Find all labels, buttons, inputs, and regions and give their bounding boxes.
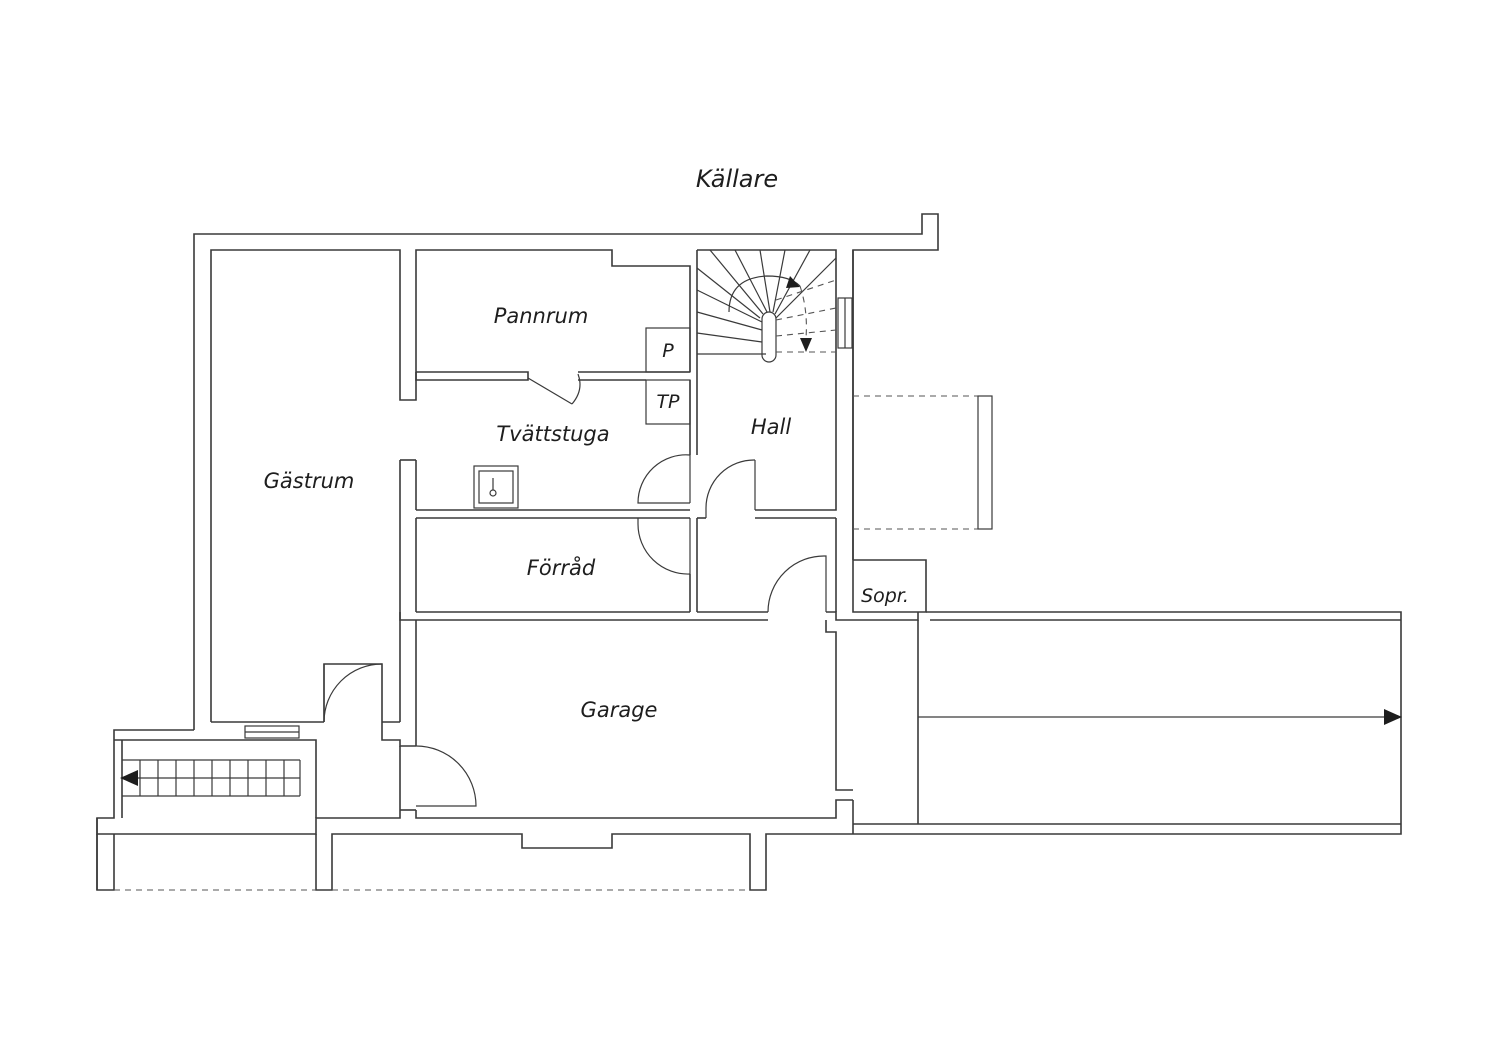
label-hall: Hall xyxy=(751,415,791,439)
label-sopr: Sopr. xyxy=(861,585,909,607)
label-pannrum: Pannrum xyxy=(494,304,589,328)
label-gastrum: Gästrum xyxy=(264,469,355,493)
room-hall: Hall xyxy=(696,249,854,612)
stair-spiral xyxy=(696,249,837,363)
label-p: P xyxy=(662,340,674,362)
room-gastrum: Gästrum xyxy=(211,459,417,739)
label-garage: Garage xyxy=(581,698,658,722)
driveway xyxy=(853,611,1402,835)
room-garage: Garage xyxy=(399,555,853,819)
doors-center xyxy=(637,454,756,612)
label-forrad: Förråd xyxy=(527,555,596,580)
foundation-bottom xyxy=(96,800,854,891)
porch-dashed xyxy=(853,395,993,530)
label-tvattstuga: Tvättstuga xyxy=(496,422,609,446)
label-tp: TP xyxy=(656,391,680,413)
floor-title: Källare xyxy=(696,165,778,193)
room-pannrum: P TP Pannrum xyxy=(415,304,691,425)
room-forrad: Förråd xyxy=(415,518,691,613)
room-sopr: Sopr. xyxy=(853,585,919,621)
room-tvattstuga: Tvättstuga xyxy=(416,380,691,519)
entry-stairs xyxy=(96,663,477,835)
